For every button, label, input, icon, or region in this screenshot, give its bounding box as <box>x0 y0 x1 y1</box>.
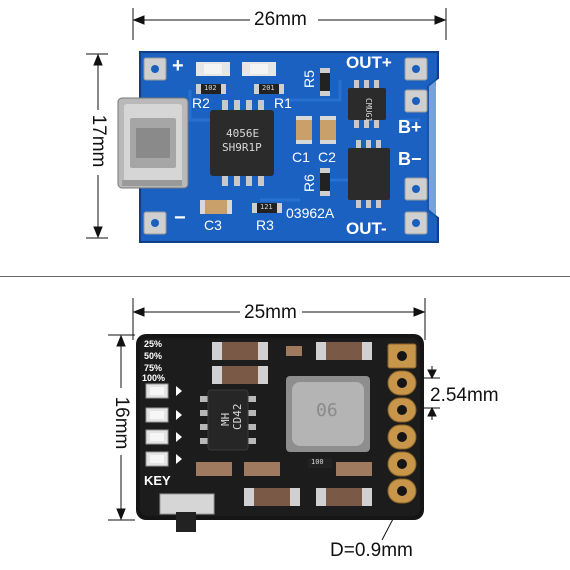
percent-25: 25% <box>144 339 163 349</box>
silk-b-minus: B− <box>398 149 422 169</box>
percent-100: 100% <box>142 373 166 383</box>
silk-b-plus: B+ <box>398 117 422 137</box>
micro-usb-connector <box>117 97 189 189</box>
silk-r1: R1 <box>274 95 292 111</box>
hole-diameter-label: D=0.9mm <box>330 540 413 561</box>
percent-50: 50% <box>144 351 163 361</box>
percent-75: 75% <box>144 363 163 373</box>
inductor <box>286 376 370 452</box>
silk-c3: C3 <box>204 217 222 233</box>
main-chip-line2: SH9R1P <box>222 141 262 154</box>
top-width-label: 26mm <box>254 9 307 30</box>
silk-minus: − <box>174 207 186 229</box>
silk-out-plus: OUT+ <box>346 53 392 72</box>
charger-chip-line1: MH <box>219 412 232 426</box>
silk-out-minus: OUT- <box>346 219 387 238</box>
silk-c2: C2 <box>318 149 336 165</box>
silk-c1: C1 <box>292 149 310 165</box>
res-201: 201 <box>262 84 275 92</box>
silk-r3: R3 <box>256 217 274 233</box>
charger-ic <box>200 389 256 451</box>
silk-board-id: 03962A <box>286 205 335 221</box>
bottom-height-label: 16mm <box>111 396 132 450</box>
res-121: 121 <box>260 203 273 211</box>
bottom-passives <box>196 342 372 506</box>
silk-plus: + <box>172 55 184 77</box>
res-102: 102 <box>204 84 217 92</box>
pitch-label: 2.54mm <box>430 385 499 406</box>
section-divider <box>0 276 570 277</box>
main-ic <box>210 100 274 186</box>
status-leds <box>145 383 182 467</box>
mosfet-ic <box>348 140 390 208</box>
main-chip-line1: 4056E <box>226 127 260 140</box>
key-switch <box>159 493 215 532</box>
res-100: 100 <box>311 458 324 466</box>
inductor-text: 06 <box>316 400 338 421</box>
silk-r2: R2 <box>192 95 210 111</box>
key-label: KEY <box>144 473 171 488</box>
protection-ic <box>348 80 386 128</box>
charger-chip-line2: CD42 <box>231 403 244 431</box>
bottom-width-label: 25mm <box>244 302 297 323</box>
header-pads <box>387 343 417 504</box>
